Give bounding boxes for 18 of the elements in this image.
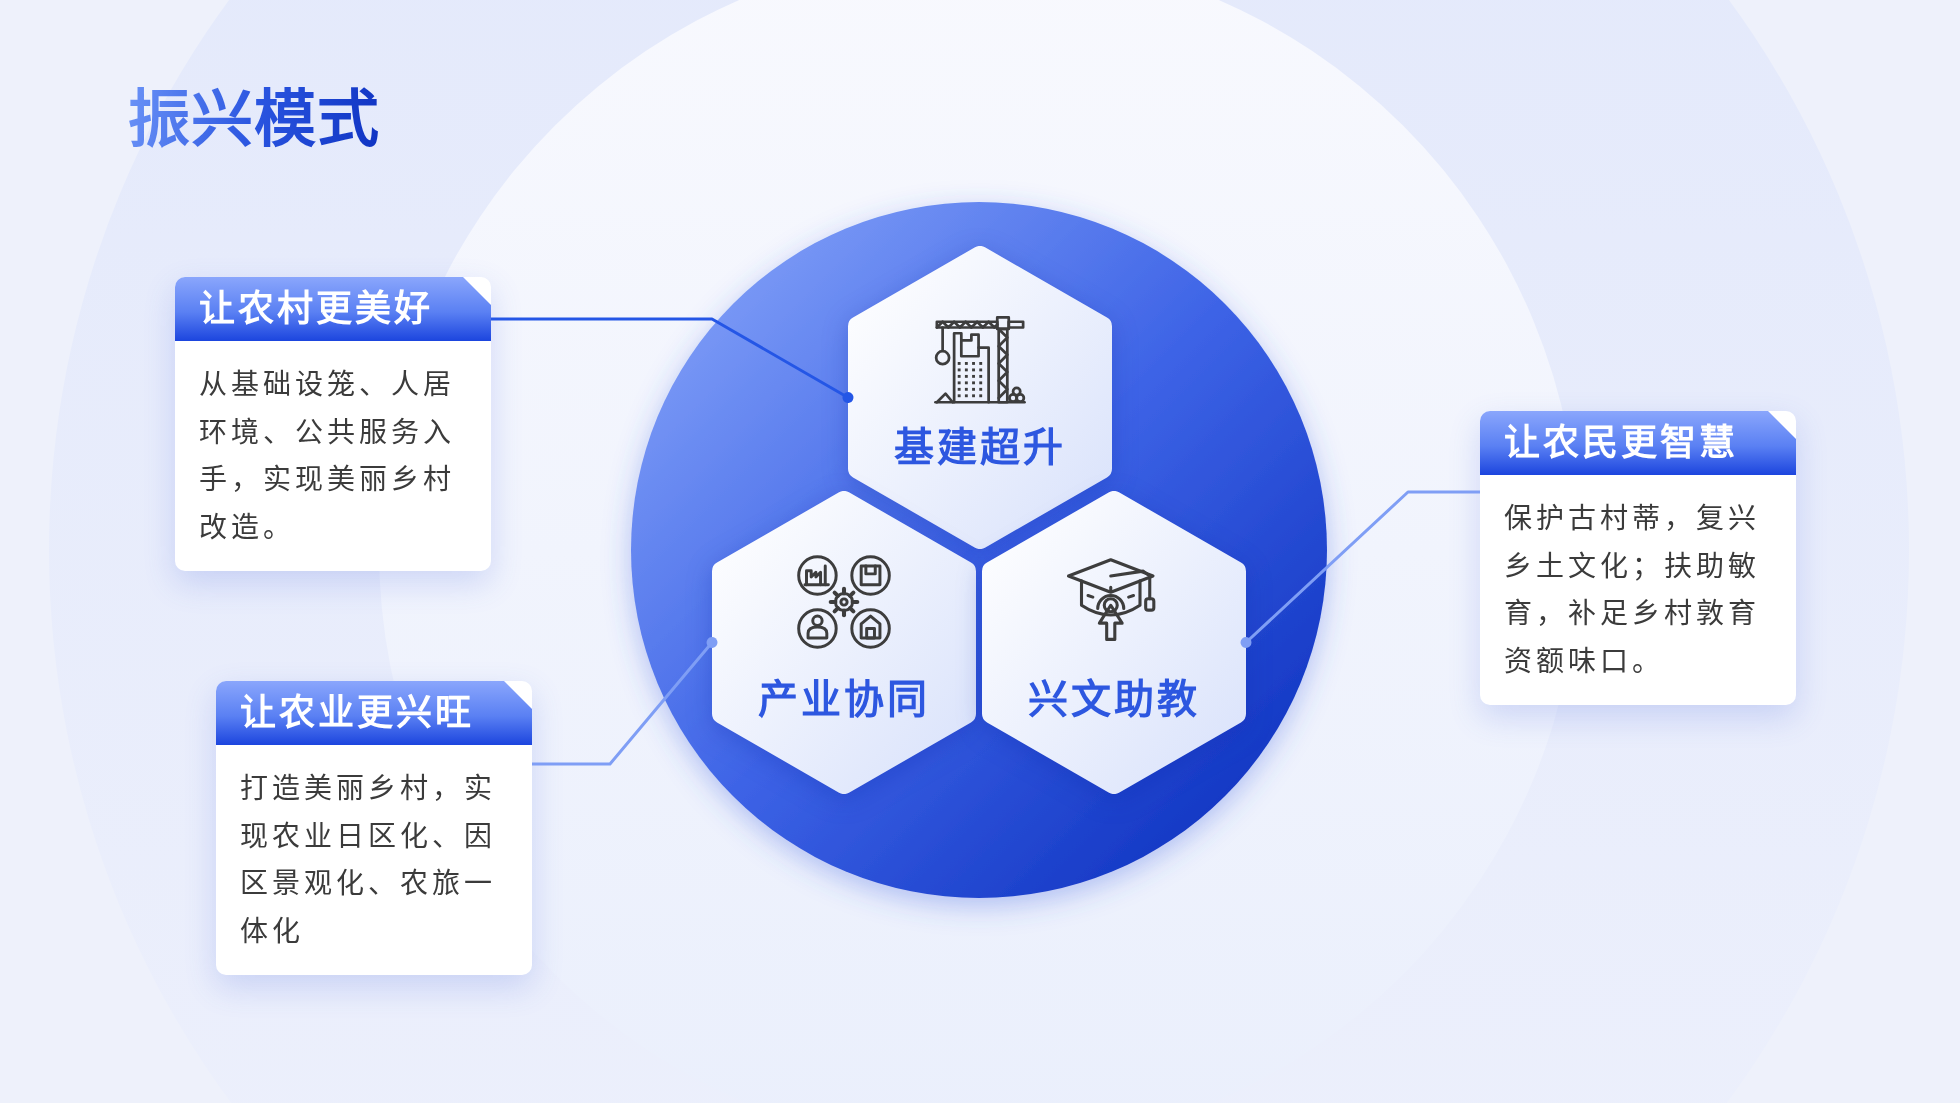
hexagon-label: 产业协同: [758, 676, 930, 723]
card-text: 打造美丽乡村，实现农业日区化、因区景观化、农旅一体化: [240, 772, 497, 949]
card-text: 保护古村蒂，复兴乡土文化；扶助敏育，补足乡村敦育资额味口。: [1504, 502, 1761, 679]
leader-line: [532, 637, 718, 766]
callout-card: [1480, 411, 1796, 705]
leader-line: [1240, 490, 1480, 648]
hexagon-label: 兴文助教: [1028, 676, 1200, 723]
callout-card: [175, 277, 491, 571]
callout-card: [216, 681, 532, 975]
leader-line: [491, 317, 854, 403]
card-heading: 让农民更智慧: [1504, 421, 1738, 465]
hexagon-tile: [712, 490, 976, 795]
hexagon-tile: [848, 245, 1112, 550]
hexagon-tile: [982, 490, 1246, 795]
hexagon-label: 基建超升: [894, 424, 1066, 471]
card-heading: 让农村更美好: [199, 287, 433, 331]
card-heading: 让农业更兴旺: [240, 691, 474, 735]
card-text: 从基础设笼、人居环境、公共服务入手，实现美丽乡村改造。: [199, 368, 456, 545]
